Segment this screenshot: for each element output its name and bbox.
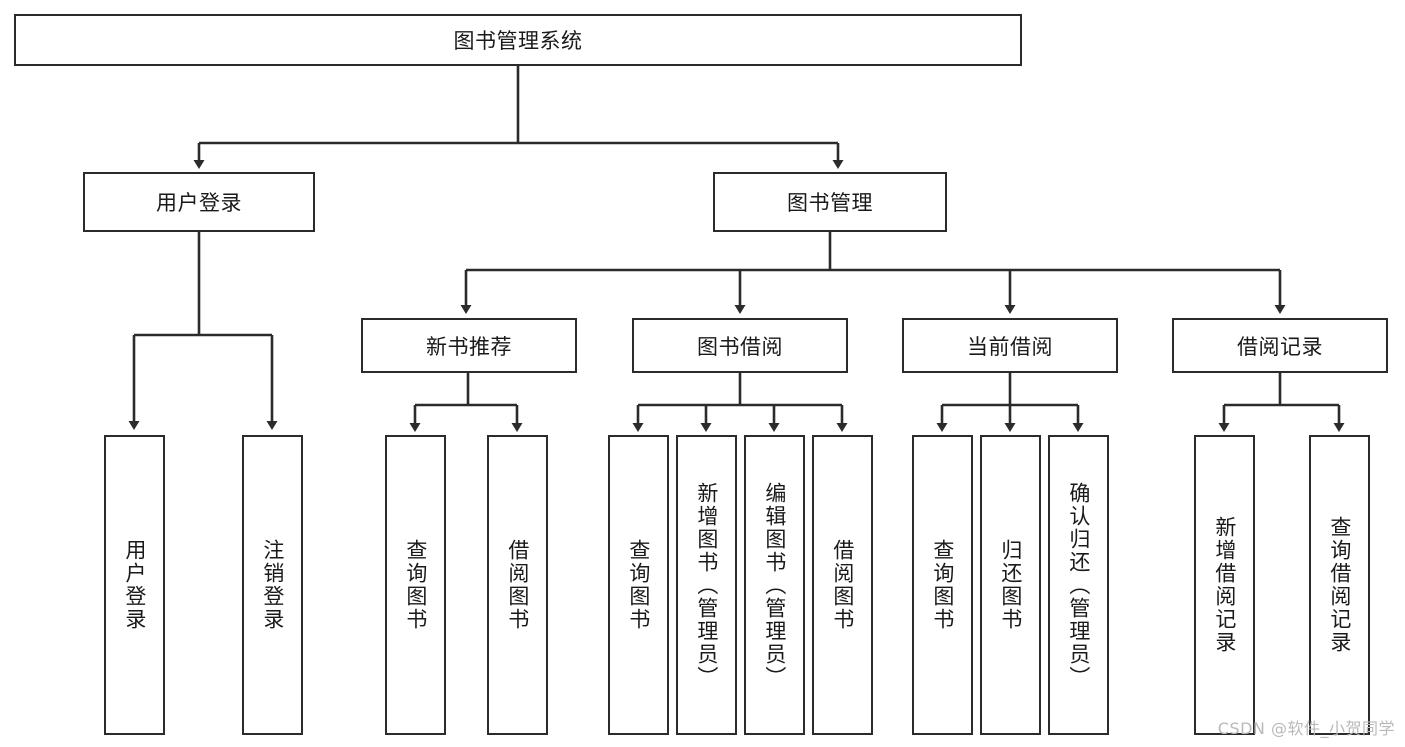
node-label: 查询图书: [930, 539, 955, 631]
node-label: 新增借阅记录: [1212, 516, 1237, 654]
node-label: 注销登录: [260, 539, 285, 631]
node-label: 确认归还（管理员）: [1066, 481, 1091, 689]
node-label: 查询图书: [403, 539, 428, 631]
node-leaf-query-book-3[interactable]: 查询图书: [912, 435, 973, 735]
node-leaf-confirm-return[interactable]: 确认归还（管理员）: [1048, 435, 1109, 735]
node-leaf-add-book[interactable]: 新增图书（管理员）: [676, 435, 737, 735]
node-leaf-borrow-book-1[interactable]: 借阅图书: [487, 435, 548, 735]
node-leaf-query-record[interactable]: 查询借阅记录: [1309, 435, 1370, 735]
node-leaf-return-book[interactable]: 归还图书: [980, 435, 1041, 735]
node-leaf-add-record[interactable]: 新增借阅记录: [1194, 435, 1255, 735]
node-leaf-query-book-2[interactable]: 查询图书: [608, 435, 669, 735]
node-label: 新书推荐: [426, 334, 512, 359]
node-borrow-record[interactable]: 借阅记录: [1172, 318, 1388, 373]
node-book-borrow[interactable]: 图书借阅: [632, 318, 848, 373]
node-label: 借阅图书: [830, 539, 855, 631]
node-leaf-user-login[interactable]: 用户登录: [104, 435, 165, 735]
node-label: 归还图书: [998, 539, 1023, 631]
node-user-login[interactable]: 用户登录: [83, 172, 315, 232]
node-label: 查询图书: [626, 539, 651, 631]
node-current-borrow[interactable]: 当前借阅: [902, 318, 1118, 373]
node-root-system[interactable]: 图书管理系统: [14, 14, 1022, 66]
node-label: 借阅记录: [1237, 334, 1323, 359]
node-label: 新增图书（管理员）: [694, 481, 719, 689]
node-label: 查询借阅记录: [1327, 516, 1352, 654]
node-leaf-user-logout[interactable]: 注销登录: [242, 435, 303, 735]
node-label: 图书管理系统: [453, 29, 583, 53]
csdn-watermark: CSDN @软件_小贺同学: [1217, 719, 1395, 738]
node-new-book-recommend[interactable]: 新书推荐: [361, 318, 577, 373]
node-book-manage[interactable]: 图书管理: [713, 172, 947, 232]
node-label: 图书管理: [787, 191, 873, 215]
node-label: 当前借阅: [967, 334, 1053, 359]
node-label: 用户登录: [156, 191, 242, 215]
node-label: 用户登录: [122, 539, 147, 631]
node-leaf-query-book-1[interactable]: 查询图书: [385, 435, 446, 735]
node-leaf-borrow-book-2[interactable]: 借阅图书: [812, 435, 873, 735]
node-label: 图书借阅: [697, 334, 783, 359]
node-label: 借阅图书: [505, 539, 530, 631]
node-label: 编辑图书（管理员）: [762, 481, 787, 689]
node-leaf-edit-book[interactable]: 编辑图书（管理员）: [744, 435, 805, 735]
